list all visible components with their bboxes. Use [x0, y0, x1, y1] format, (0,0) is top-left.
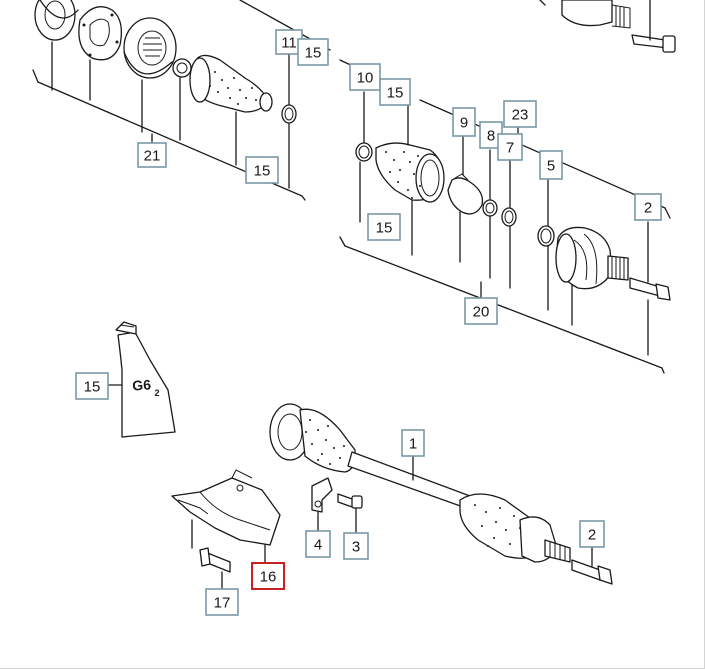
callout-box: [539, 150, 563, 180]
boot-middle: [375, 142, 445, 203]
callout-box: [137, 142, 167, 168]
callout-box: [205, 588, 239, 616]
dished-washer-middle: [537, 225, 555, 247]
callout-17[interactable]: 17: [205, 588, 239, 616]
flange-gasket: [78, 6, 123, 61]
callout-number: 15: [254, 163, 271, 180]
callout-box: [452, 107, 476, 137]
callout-15[interactable]: 15: [379, 78, 411, 106]
callout-box: [75, 372, 109, 400]
callout-number: 4: [314, 537, 322, 554]
callout-number: 23: [512, 107, 529, 124]
callout-number: 8: [487, 128, 495, 145]
spacer-ring-middle: [501, 207, 517, 227]
clamp-large-middle: [447, 173, 484, 215]
callout-7[interactable]: 7: [497, 133, 523, 161]
grease-tube-subscript: 2: [154, 388, 159, 398]
callout-number: 15: [387, 85, 404, 102]
bottom-leaders: [412, 453, 593, 567]
heat-shield: [171, 469, 281, 566]
drive-shaft-assembly: [269, 403, 613, 585]
callout-20[interactable]: 20: [464, 297, 498, 325]
callout-3[interactable]: 3: [343, 532, 369, 560]
cv-joint-inner: [123, 17, 177, 79]
callout-16-selected[interactable]: 16: [251, 562, 285, 590]
callout-15[interactable]: 15: [245, 156, 279, 184]
callout-15[interactable]: 15: [367, 213, 401, 241]
callout-number: 11: [281, 35, 297, 52]
callout-21[interactable]: 21: [137, 142, 167, 168]
callout-box: [497, 133, 523, 161]
callout-box: [401, 429, 425, 457]
callout-2[interactable]: 2: [579, 520, 605, 548]
bolt-17: [199, 547, 231, 591]
callout-box: [251, 562, 285, 590]
callout-number: 17: [214, 595, 231, 612]
callout-number: 2: [588, 527, 596, 544]
callout-box: [634, 193, 662, 221]
upper-left-leaders: [51, 41, 290, 189]
clamp-small-middle: [355, 142, 373, 162]
callout-number: 1: [409, 436, 417, 453]
clamp-upper: [281, 104, 297, 124]
top-right-joint: [561, 0, 676, 53]
callout-number: 20: [473, 304, 490, 321]
circlip-middle: [482, 199, 498, 217]
outer-cv-joint-middle: [555, 226, 671, 301]
joint-housing-flange: [34, 0, 79, 41]
callout-box: [343, 532, 369, 560]
bolt-3: [337, 493, 363, 533]
grease-tube-g6-2: G6 2: [107, 321, 176, 438]
callout-box: [245, 156, 279, 184]
callout-number: 15: [84, 379, 101, 396]
callout-number: 21: [144, 148, 161, 165]
boot-upper: [189, 54, 273, 113]
callout-23[interactable]: 23: [503, 100, 537, 128]
callout-number: 3: [352, 539, 360, 556]
callout-box: [464, 297, 498, 325]
callout-10[interactable]: 10: [349, 63, 381, 91]
callout-9[interactable]: 9: [452, 107, 476, 137]
callout-4[interactable]: 4: [305, 530, 331, 558]
callout-number: 9: [460, 115, 468, 132]
callout-box: [503, 100, 537, 128]
callout-box: [579, 520, 605, 548]
circlip-upper: [172, 58, 192, 78]
callout-box: [297, 38, 329, 66]
callout-number: 16: [260, 569, 277, 586]
callout-number: 15: [305, 45, 322, 62]
callout-number: 15: [376, 220, 393, 237]
callout-number: 10: [357, 70, 374, 87]
callout-box: [305, 530, 331, 558]
callout-number: 7: [506, 140, 514, 157]
callout-labels: 11 15 21 15 10 15 23 9 87 5 2 15 20 15 1 2 4 3 16 17: [75, 29, 662, 616]
clip-4: [311, 477, 333, 531]
callout-1[interactable]: 1: [401, 429, 425, 457]
callout-15[interactable]: 15: [75, 372, 109, 400]
callout-box: [367, 213, 401, 241]
callout-5[interactable]: 5: [539, 150, 563, 180]
callout-2[interactable]: 2: [634, 193, 662, 221]
callout-15[interactable]: 15: [297, 38, 329, 66]
callout-number: 5: [547, 158, 555, 175]
middle-leaders: [359, 91, 649, 356]
top-right-outline: [539, 0, 546, 6]
callout-box: [349, 63, 381, 91]
callout-box: [379, 78, 411, 106]
callout-number: 2: [644, 200, 652, 217]
grease-tube-label: G6: [132, 376, 152, 393]
